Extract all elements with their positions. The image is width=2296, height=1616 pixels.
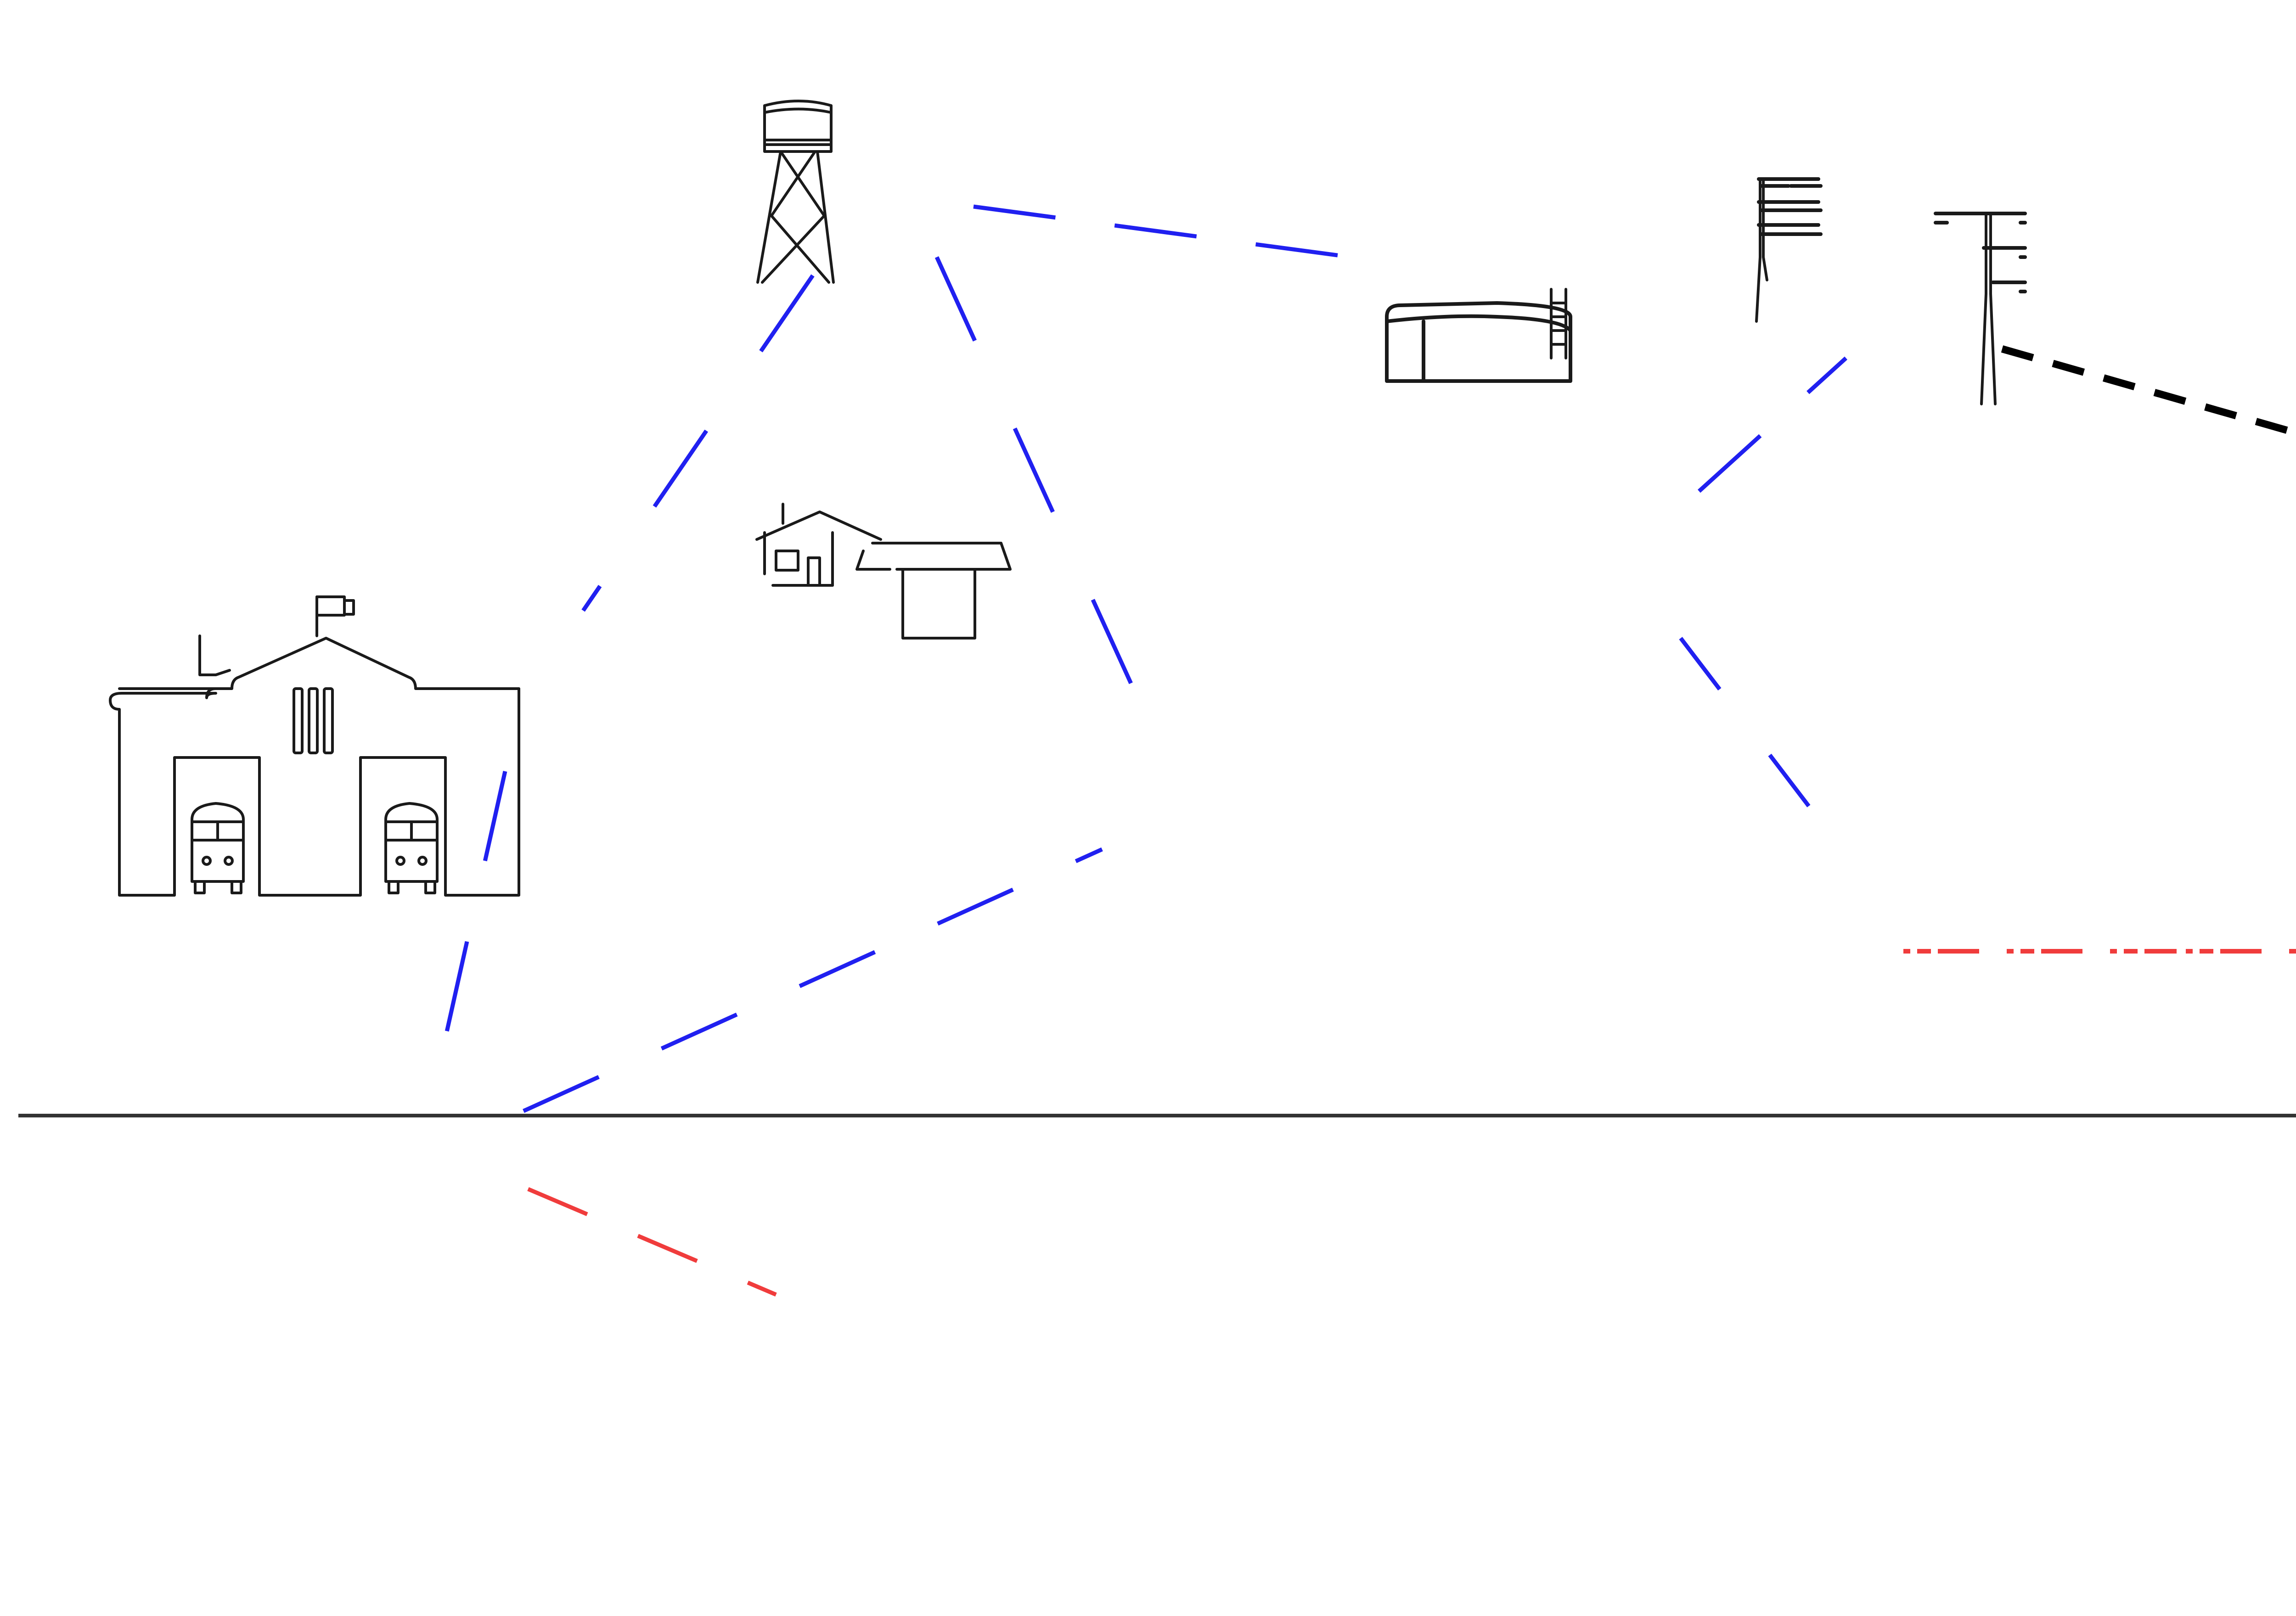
fire-station-site: [109, 595, 520, 897]
link-citytower-pylon[interactable]: [1697, 356, 1848, 493]
houses-site: [755, 503, 1012, 640]
water-tower-site: [756, 100, 835, 284]
link-firestation-school[interactable]: [434, 771, 507, 1079]
link-school-cityleft[interactable]: [523, 847, 1103, 1113]
link-watertower-cityleft[interactable]: [934, 256, 1150, 722]
link-watertower-tank[interactable]: [973, 204, 1369, 262]
link-pylon-celltower[interactable]: [2001, 345, 2296, 496]
link-school-streetlight[interactable]: [527, 1187, 777, 1297]
link-citytower-lamp[interactable]: [1679, 637, 1823, 823]
storage-tank-site: [1385, 288, 1572, 383]
link-watertower-firestation[interactable]: [581, 274, 815, 612]
power-pylons-site: [1755, 177, 2027, 405]
links: [434, 204, 2296, 1297]
